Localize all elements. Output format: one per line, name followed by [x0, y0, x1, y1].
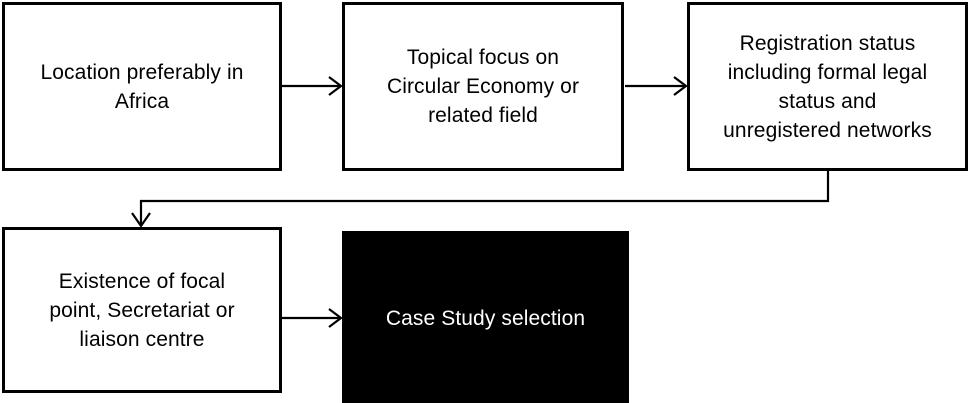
flow-node-location[interactable]: Location preferably in Africa — [2, 2, 282, 171]
arrow-icon-focalpoint-to-casestudy — [282, 308, 343, 328]
flow-node-case-study-selection[interactable]: Case Study selection — [342, 231, 629, 403]
flow-node-registration-status-label: Registration status including formal leg… — [723, 31, 932, 142]
arrow-icon-topical-to-registration — [625, 76, 688, 96]
flow-node-location-label: Location preferably in Africa — [40, 60, 244, 113]
flow-node-focal-point-label: Existence of focal point, Secretariat or… — [49, 269, 235, 351]
arrow-icon-registration-to-focalpoint — [131, 171, 830, 228]
flow-node-topical-focus-label: Topical focus on Circular Economy or rel… — [386, 46, 580, 127]
flow-node-topical-focus[interactable]: Topical focus on Circular Economy or rel… — [342, 2, 624, 171]
flow-node-registration-status[interactable]: Registration status including formal leg… — [687, 2, 968, 171]
flow-node-focal-point[interactable]: Existence of focal point, Secretariat or… — [2, 227, 282, 393]
arrow-icon-location-to-topical — [282, 76, 343, 96]
flow-node-case-study-selection-label: Case Study selection — [385, 307, 586, 330]
